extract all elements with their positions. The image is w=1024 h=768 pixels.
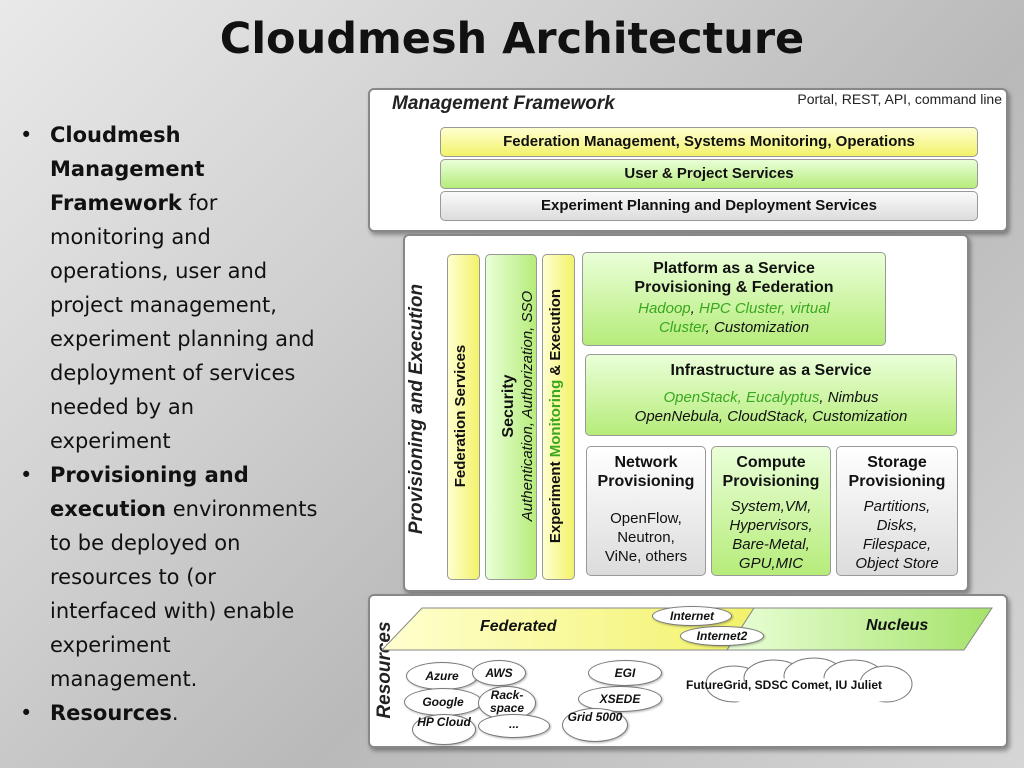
management-framework-title: Management Framework (392, 93, 615, 114)
paas-line-1: Hadoop, HPC Cluster, virtual (583, 299, 885, 318)
internet2-cloud: Internet2 (680, 626, 764, 646)
ellipsis-cloud: ... (478, 714, 550, 738)
federation-management-bar: Federation Management, Systems Monitorin… (440, 127, 978, 157)
iaas-box: Infrastructure as a Service OpenStack, E… (585, 354, 957, 436)
paas-comma: , (690, 300, 699, 317)
provisioning-execution-title: Provisioning and Execution (406, 283, 427, 535)
user-project-services-bar: User & Project Services (440, 159, 978, 189)
experiment-column: Experiment Monitoring & Execution (542, 254, 575, 580)
iaas-line-2: OpenNebula, CloudStack, Customization (634, 408, 908, 425)
iaas-line-1: OpenStack, Eucalyptus, Nimbus (586, 388, 956, 407)
storage-item: Object Store (855, 555, 939, 572)
federation-services-label: Federation Services (452, 344, 469, 488)
compute-item: GPU,MIC (738, 555, 804, 572)
federated-label: Federated (480, 618, 557, 635)
internet-cloud: Internet (652, 606, 732, 626)
experiment-label-a: Experiment (547, 457, 564, 544)
iaas-nimbus: , Nimbus (819, 389, 879, 406)
futuregrid-label: FutureGrid, SDSC Comet, IU Juliet (686, 678, 883, 692)
paas-customization: , Customization (705, 319, 810, 336)
network-item: Neutron, (617, 529, 675, 546)
nucleus-label: Nucleus (866, 617, 929, 634)
storage-item: Filespace, (862, 536, 932, 553)
bullet-text: for monitoring and operations, user and … (50, 191, 315, 453)
paas-box: Platform as a Service Provisioning & Fed… (582, 252, 886, 346)
management-framework-subtitle: Portal, REST, API, command line (797, 91, 1002, 107)
paas-title: Platform as a Service Provisioning & Fed… (634, 260, 834, 296)
security-column: Security Authentication, Authorization, … (485, 254, 537, 580)
network-item: OpenFlow, (610, 510, 682, 527)
bullet-list: •Cloudmesh Management Framework for moni… (18, 118, 318, 730)
paas-cluster: Cluster (658, 319, 706, 336)
page-title: Cloudmesh Architecture (219, 14, 805, 64)
management-framework-panel: Management Framework Portal, REST, API, … (368, 88, 1008, 232)
egi-cloud: EGI (588, 660, 662, 686)
paas-line-2: Cluster, Customization (583, 318, 885, 337)
experiment-label: Experiment Monitoring & Execution (547, 256, 569, 576)
experiment-label-c: & Execution (547, 288, 564, 380)
bullet-provisioning: •Provisioning and execution environments… (20, 463, 318, 691)
compute-item: System,VM, (730, 498, 812, 515)
paas-hadoop: Hadoop (638, 300, 691, 317)
network-item: ViNe, others (604, 548, 688, 565)
bullet-text: . (171, 701, 179, 725)
bullet-management: •Cloudmesh Management Framework for moni… (20, 123, 315, 453)
iaas-openstack: OpenStack, Eucalyptus (663, 389, 820, 406)
futuregrid-cloud (705, 657, 913, 706)
bullet-resources: •Resources. (20, 701, 179, 725)
security-subtitle: Authentication, Authorization, SSO (519, 290, 536, 522)
bullet-text: environments to be deployed on resources… (50, 497, 318, 691)
xsede-cloud: XSEDE (578, 686, 662, 712)
grid5000-cloud: Grid 5000 (562, 708, 628, 742)
iaas-title: Infrastructure as a Service (670, 362, 872, 379)
bullet-bold: Provisioning and execution (50, 463, 249, 521)
compute-provisioning-box: Compute Provisioning System,VM, Hypervis… (711, 446, 831, 576)
network-title: Network Provisioning (597, 454, 695, 490)
compute-item: Hypervisors, (729, 517, 813, 534)
storage-item: Partitions, (863, 498, 931, 515)
storage-title: Storage Provisioning (848, 454, 946, 490)
compute-item: Bare-Metal, (732, 536, 810, 553)
bullet-bold: Resources (50, 701, 172, 725)
network-provisioning-box: Network Provisioning OpenFlow, Neutron, … (586, 446, 706, 576)
resources-panel: Resources Federated Nucleus Internet Int… (368, 594, 1008, 748)
provisioning-execution-panel: Provisioning and Execution Federation Se… (403, 234, 969, 592)
google-cloud: Google (404, 688, 482, 716)
compute-title: Compute Provisioning (722, 454, 820, 490)
aws-cloud: AWS (472, 660, 526, 686)
storage-provisioning-box: Storage Provisioning Partitions, Disks, … (836, 446, 958, 576)
paas-hpc: HPC Cluster, virtual (699, 300, 830, 317)
experiment-planning-bar: Experiment Planning and Deployment Servi… (440, 191, 978, 221)
experiment-label-b: Monitoring (547, 379, 564, 458)
nucleus-plane (726, 607, 993, 651)
federation-services-column: Federation Services (447, 254, 480, 580)
azure-cloud: Azure (406, 662, 478, 690)
storage-item: Disks, (876, 517, 918, 534)
hp-cloud: HP Cloud (412, 714, 476, 745)
bullet-bold: Cloudmesh Management Framework (50, 123, 205, 215)
